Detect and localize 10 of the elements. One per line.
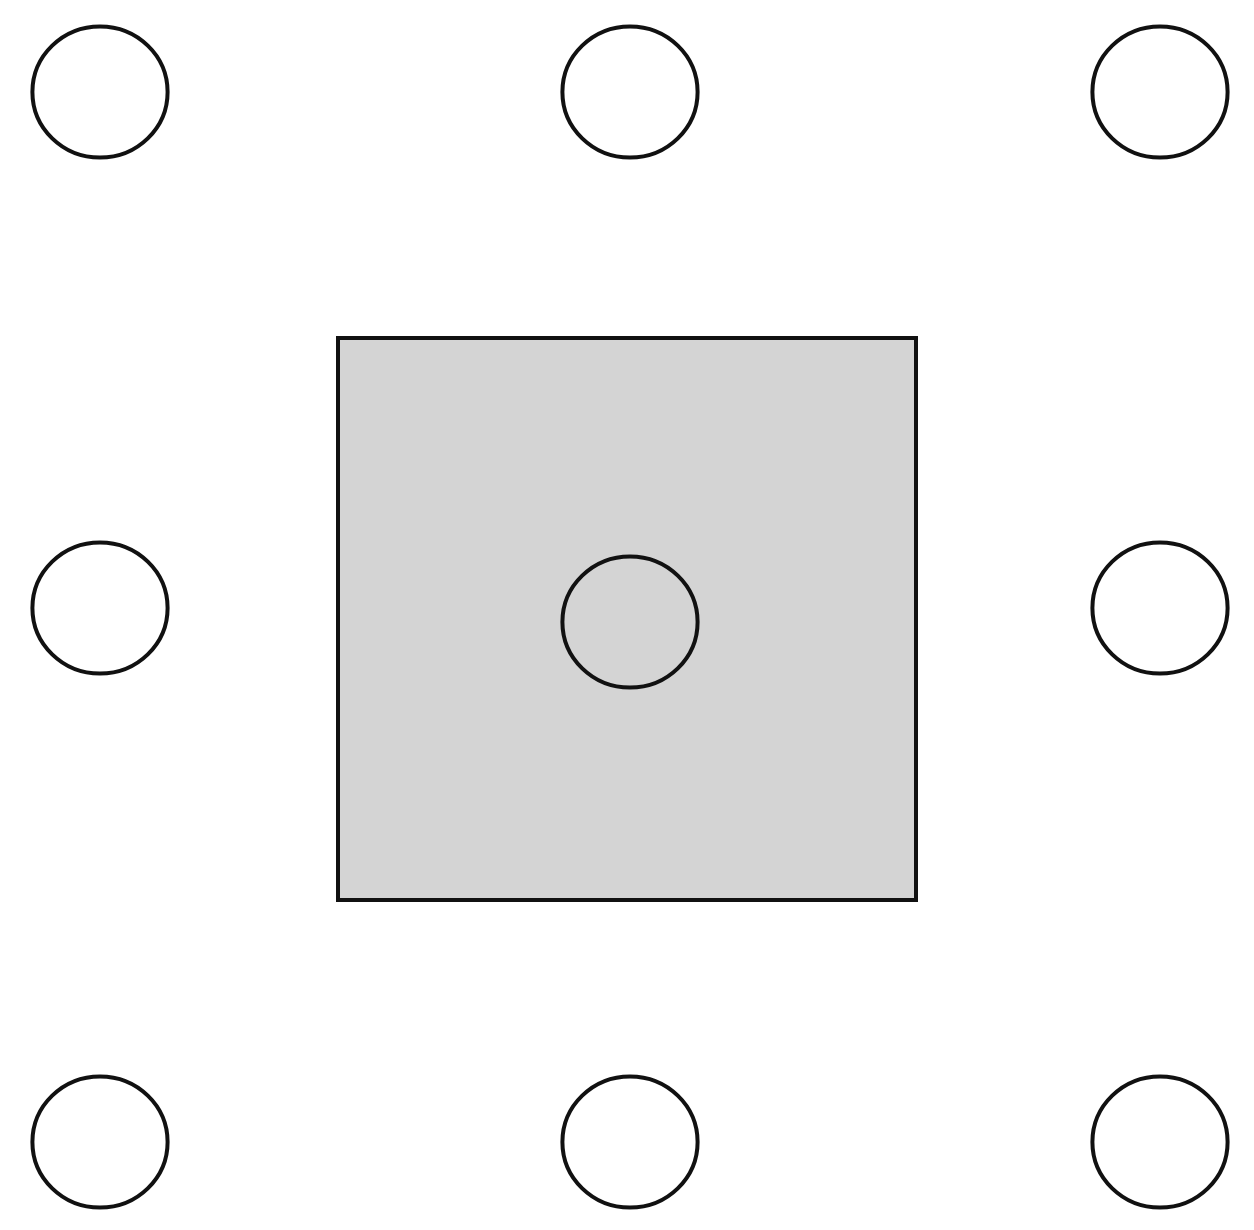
circle-node (30, 540, 170, 676)
circle-node (30, 24, 170, 160)
circle-node (30, 1074, 170, 1210)
circle-node (1090, 540, 1230, 676)
circle-node (1090, 1074, 1230, 1210)
circle-node (1090, 24, 1230, 160)
circle-node (560, 24, 700, 160)
shaded-square (336, 336, 918, 902)
circle-node (560, 554, 700, 690)
circle-node (560, 1074, 700, 1210)
